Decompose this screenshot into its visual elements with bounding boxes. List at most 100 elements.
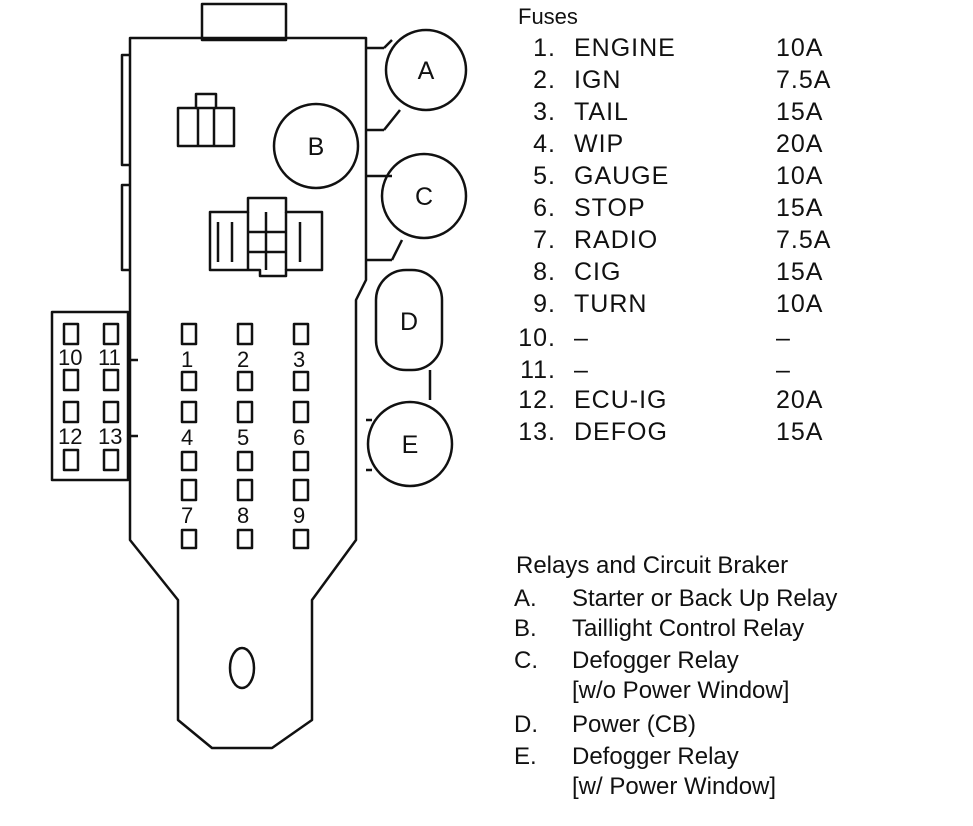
fuse-name: CIG [574, 258, 622, 286]
relay-label-e: E [402, 431, 419, 459]
fuse-name: STOP [574, 194, 646, 222]
relay-row: D. Power (CB) [514, 710, 954, 740]
fuse-amperage: 20A [776, 130, 824, 158]
fuse-label-6: 6 [293, 425, 305, 450]
fuse-name: TAIL [574, 98, 629, 126]
fuse-amperage: 15A [776, 98, 824, 126]
relay-letter: E. [514, 743, 537, 770]
fuse-amperage: – [776, 356, 791, 384]
fuse-label-9: 9 [293, 503, 305, 528]
fuse-amperage: – [776, 324, 791, 352]
fuse-label-8: 8 [237, 503, 249, 528]
fuse-label-1: 1 [181, 347, 193, 372]
fuse-name: RADIO [574, 226, 659, 254]
relay-description: Taillight Control Relay [572, 615, 805, 642]
relay-letter: A. [514, 585, 537, 612]
fuse-number: 3. [533, 98, 556, 126]
fuse-row: 6. STOP 15A [514, 194, 874, 226]
relay-label-d: D [400, 308, 418, 336]
fuse-number: 9. [533, 290, 556, 318]
relay-a-circle [384, 28, 468, 112]
fuse-amperage: 10A [776, 34, 824, 62]
relay-description: Starter or Back Up Relay [572, 585, 838, 612]
fuse-name: IGN [574, 66, 622, 94]
fuse-number: 5. [533, 162, 556, 190]
relay-c-circle [380, 152, 468, 240]
fuse-name: DEFOG [574, 418, 668, 446]
fuse-amperage: 10A [776, 162, 824, 190]
relay-row: B. Taillight Control Relay [514, 614, 954, 644]
fuse-number: 13. [518, 418, 556, 446]
fuse-name: – [574, 324, 589, 352]
fuse-name: ENGINE [574, 34, 676, 62]
fuse-label-7: 7 [181, 503, 193, 528]
fuse-row: 13. DEFOG 15A [514, 418, 874, 450]
fuse-number: 6. [533, 194, 556, 222]
side-fuse-block [50, 310, 130, 482]
mounting-slot [228, 646, 256, 690]
side-tab-lower [120, 183, 130, 272]
fuse-number: 10. [518, 324, 556, 352]
fuse-number: 7. [533, 226, 556, 254]
fuse-name: ECU-IG [574, 386, 668, 414]
relay-label-a: A [418, 57, 435, 85]
fuse-row: 12. ECU-IG 20A [514, 386, 874, 418]
relay-description: Defogger Relay [572, 743, 739, 770]
fuse-number: 1. [533, 34, 556, 62]
fuse-label-13: 13 [98, 424, 122, 449]
fuse-box-body [128, 36, 368, 750]
fuse-label-2: 2 [237, 347, 249, 372]
fuse-number: 12. [518, 386, 556, 414]
relay-e-circle [366, 400, 454, 488]
fuse-name: WIP [574, 130, 625, 158]
relay-description: Power (CB) [572, 711, 697, 738]
relay-a-bracket [366, 46, 384, 132]
small-connector [176, 92, 236, 148]
fuse-label-12: 12 [58, 424, 82, 449]
fuse-name: GAUGE [574, 162, 670, 190]
fuse-row: 10.–– [514, 324, 874, 356]
fuse-number: 4. [533, 130, 556, 158]
fuses-title: Fuses [518, 4, 578, 29]
fuse-amperage: 15A [776, 194, 824, 222]
relays-title: Relays and Circuit Braker [516, 552, 789, 579]
relay-row: C.Defogger Relay[w/o Power Window] [514, 646, 954, 708]
relay-condition: [w/ Power Window] [572, 773, 777, 800]
relay-label-b: B [308, 133, 325, 161]
relay-letter: C. [514, 647, 538, 674]
fuse-number: 8. [533, 258, 556, 286]
relay-d-body [374, 268, 444, 372]
relay-row: E. Defogger Relay [w/ Power Window] [514, 742, 954, 804]
fuse-row: 2. IGN 7.5A [514, 66, 874, 98]
fuse-row: 9. TURN 10A [514, 290, 874, 322]
relay-row: A. Starter or Back Up Relay [514, 584, 954, 614]
fuse-amperage: 20A [776, 386, 824, 414]
fuse-label-4: 4 [181, 425, 193, 450]
fuse-row: 5. GAUGE 10A [514, 162, 874, 194]
fuse-amperage: 10A [776, 290, 824, 318]
fuse-amperage: 7.5A [776, 66, 832, 94]
relay-letter: D. [514, 711, 538, 738]
fuse-row: 1. ENGINE 10A [514, 34, 874, 66]
fuse-amperage: 15A [776, 418, 824, 446]
fuse-slots [180, 322, 310, 550]
relay-b-circle [272, 102, 360, 190]
top-tab [200, 2, 288, 42]
relay-label-c: C [415, 183, 433, 211]
fuse-row: 11.–– [514, 356, 874, 388]
fuse-label-10: 10 [58, 345, 82, 370]
fuse-label-3: 3 [293, 347, 305, 372]
fuse-label-11: 11 [98, 345, 121, 370]
relay-letter: B. [514, 615, 537, 642]
fuse-name: – [574, 356, 589, 384]
fuse-box-diagram: 1 2 3 4 5 6 7 8 9 10 11 12 13 A B C D E [50, 2, 468, 750]
relay-description: Defogger Relay [572, 647, 739, 674]
fuse-name: TURN [574, 290, 648, 318]
fuse-label-5: 5 [237, 425, 249, 450]
side-tab-upper [120, 53, 130, 167]
fuse-number: 2. [533, 66, 556, 94]
fuse-row: 4. WIP 20A [514, 130, 874, 162]
fuse-row: 3. TAIL 15A [514, 98, 874, 130]
